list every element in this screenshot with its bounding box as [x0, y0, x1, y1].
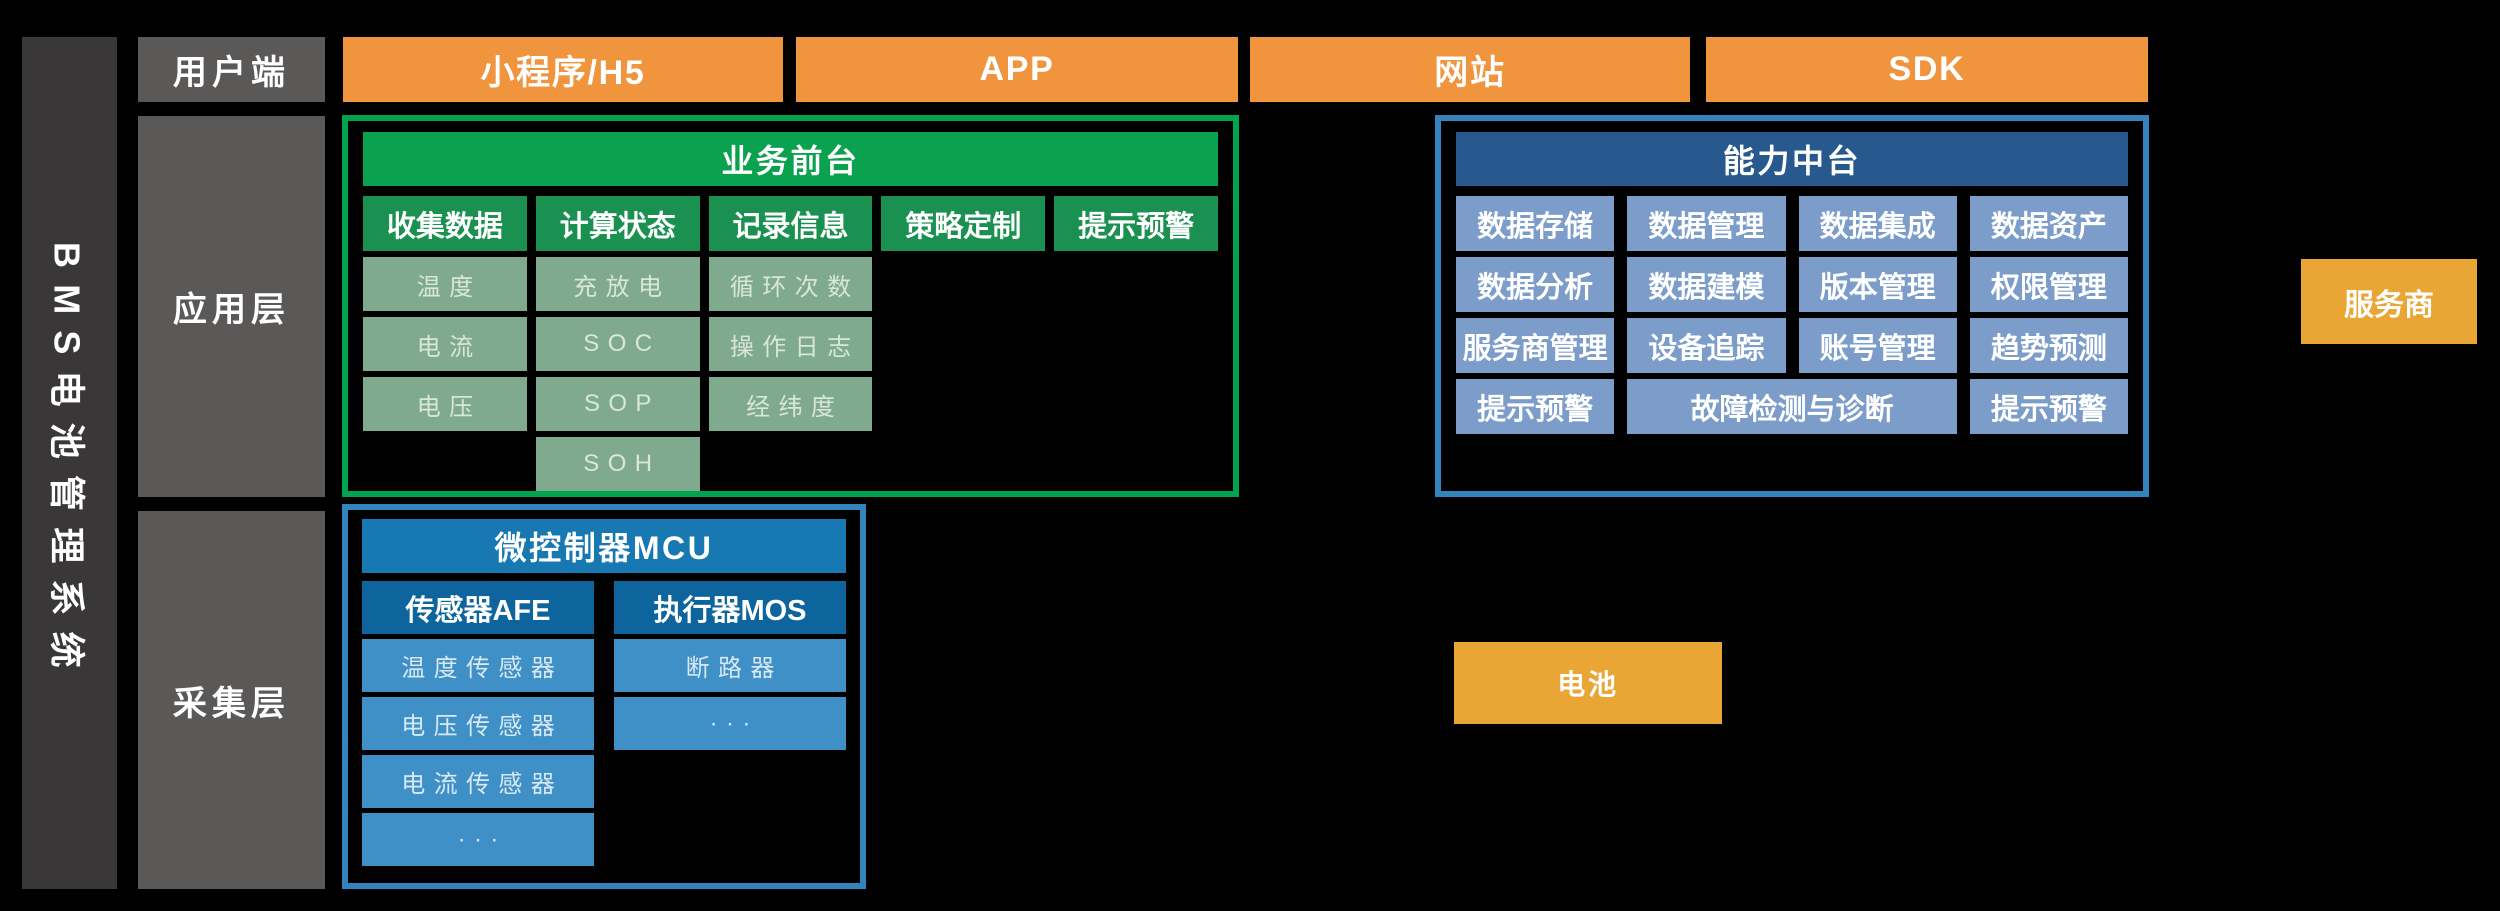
cell-data-integration: 数据集成	[1798, 196, 1957, 251]
column-strategy: 策略定制	[881, 196, 1046, 251]
mcu-panel: 微控制器MCU 传感器AFE 温度传感器 电压传感器 电流传感器 ··· 执行器…	[342, 504, 866, 889]
cell-data-modeling: 数据建模	[1627, 257, 1786, 312]
layer-application: 应用层	[138, 116, 325, 497]
client-app-label: APP	[979, 50, 1055, 88]
column-sensor-afe: 传感器AFE 温度传感器 电压传感器 电流传感器 ···	[362, 581, 594, 866]
cell-data-management: 数据管理	[1627, 196, 1786, 251]
column-actuator-mos: 执行器MOS 断路器 ···	[614, 581, 846, 750]
item-circuit-breaker: 断路器	[614, 639, 846, 692]
cell-trend-prediction: 趋势预测	[1969, 318, 2128, 373]
capability-title: 能力中台	[1456, 132, 2128, 186]
system-title: BMS电池管理系统	[46, 242, 88, 684]
capability-grid: 数据存储 数据管理 数据集成 数据资产 数据分析 数据建模 版本管理 权限管理 …	[1456, 196, 2128, 434]
cell-permission-management: 权限管理	[1969, 257, 2128, 312]
mcu-title: 微控制器MCU	[362, 519, 846, 573]
item-ellipsis: ···	[614, 697, 846, 750]
cell-alert-right: 提示预警	[1969, 379, 2128, 434]
client-sdk-label: SDK	[1888, 50, 1966, 88]
cell-account-management: 账号管理	[1798, 318, 1957, 373]
front-office-columns: 收集数据 温度 电流 电压 计算状态 充放电 SOC SOP SOH 记录信息 …	[363, 196, 1218, 491]
mcu-columns: 传感器AFE 温度传感器 电压传感器 电流传感器 ··· 执行器MOS 断路器 …	[362, 581, 846, 866]
cell-alert-left: 提示预警	[1456, 379, 1615, 434]
item-sop: SOP	[535, 377, 700, 431]
column-alert: 提示预警	[1054, 196, 1218, 251]
client-website-label: 网站	[1434, 54, 1506, 92]
cell-device-tracking: 设备追踪	[1627, 318, 1786, 373]
column-header: 收集数据	[363, 196, 527, 251]
item-temp-sensor: 温度传感器	[362, 639, 594, 692]
front-office-title: 业务前台	[363, 132, 1218, 186]
client-miniprogram-h5-label: 小程序/H5	[480, 54, 646, 92]
system-title-bar: BMS电池管理系统	[22, 37, 117, 889]
provider-label: 服务商	[2344, 288, 2434, 322]
item-operation-log: 操作日志	[708, 317, 873, 371]
battery-label: 电池	[1557, 669, 1619, 700]
column-header: 策略定制	[881, 196, 1046, 251]
client-sdk: SDK	[1706, 37, 2148, 102]
item-ellipsis: ···	[362, 813, 594, 866]
battery-box: 电池	[1454, 642, 1722, 724]
column-header: 传感器AFE	[362, 581, 594, 634]
column-record-info: 记录信息 循环次数 操作日志 经纬度	[708, 196, 873, 431]
front-office-panel: 业务前台 收集数据 温度 电流 电压 计算状态 充放电 SOC SOP SOH …	[342, 115, 1239, 497]
item-temperature: 温度	[363, 257, 527, 311]
item-soc: SOC	[535, 317, 700, 371]
item-charge-discharge: 充放电	[535, 257, 700, 311]
client-app: APP	[796, 37, 1238, 102]
item-voltage-sensor: 电压传感器	[362, 697, 594, 750]
layer-user-label: 用户端	[172, 54, 291, 92]
item-cycle-count: 循环次数	[708, 257, 873, 311]
cell-data-asset: 数据资产	[1969, 196, 2128, 251]
item-soh: SOH	[535, 437, 700, 491]
cell-version-management: 版本管理	[1798, 257, 1957, 312]
column-header: 执行器MOS	[614, 581, 846, 634]
cell-fault-detection-diagnosis: 故障检测与诊断	[1627, 379, 1957, 434]
layer-user: 用户端	[138, 37, 325, 102]
item-current-sensor: 电流传感器	[362, 755, 594, 808]
item-voltage: 电压	[363, 377, 527, 431]
cell-provider-management: 服务商管理	[1456, 318, 1615, 373]
column-compute-state: 计算状态 充放电 SOC SOP SOH	[535, 196, 700, 491]
client-miniprogram-h5: 小程序/H5	[343, 37, 783, 102]
capability-platform-panel: 能力中台 数据存储 数据管理 数据集成 数据资产 数据分析 数据建模 版本管理 …	[1435, 115, 2149, 497]
column-header: 提示预警	[1054, 196, 1218, 251]
item-current: 电流	[363, 317, 527, 371]
item-lat-lng: 经纬度	[708, 377, 873, 431]
cell-data-analysis: 数据分析	[1456, 257, 1615, 312]
cell-data-storage: 数据存储	[1456, 196, 1615, 251]
layer-application-label: 应用层	[172, 291, 291, 329]
layer-collection-label: 采集层	[172, 684, 291, 723]
column-header: 计算状态	[535, 196, 700, 251]
column-header: 记录信息	[708, 196, 873, 251]
client-website: 网站	[1250, 37, 1690, 102]
column-collect-data: 收集数据 温度 电流 电压	[363, 196, 527, 431]
provider-box: 服务商	[2301, 259, 2477, 344]
layer-collection: 采集层	[138, 511, 325, 889]
